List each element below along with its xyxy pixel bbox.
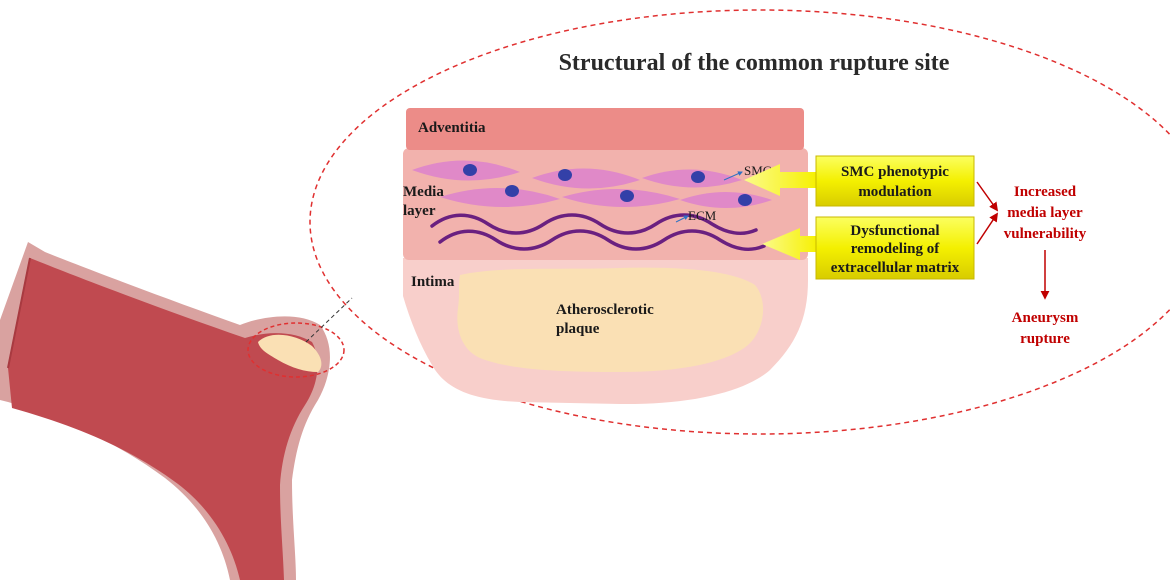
diagram-title: Structural of the common rupture site xyxy=(559,50,950,76)
adventitia-layer xyxy=(406,108,804,150)
ecm-box-line3: extracellular matrix xyxy=(831,260,960,276)
ecm-pointer xyxy=(675,215,689,223)
vessel-plaque xyxy=(258,334,322,372)
ecm-fibers xyxy=(430,213,766,252)
smc-box-line1: SMC phenotypic xyxy=(841,164,949,180)
smc-cell xyxy=(440,187,560,208)
vessel-lumen xyxy=(8,258,318,580)
outcome-line2: media layer xyxy=(1007,205,1083,221)
smc-nucleus xyxy=(620,190,634,202)
rupture-line2: rupture xyxy=(1020,331,1070,347)
ecm-remodeling-box: Dysfunctional remodeling of extracellula… xyxy=(815,216,975,280)
outcome-line1: Increased xyxy=(1014,184,1077,200)
smc-pointer xyxy=(723,171,743,181)
ecm-arrow xyxy=(762,228,818,260)
rupture-line1: Aneurysm xyxy=(1012,310,1079,326)
media-label-line2: layer xyxy=(403,203,436,219)
outcome-line3: vulnerability xyxy=(1004,226,1087,242)
ecm-fiber xyxy=(438,229,766,252)
smc-cells xyxy=(412,160,772,208)
intima-label: Intima xyxy=(411,274,455,290)
plaque-label-line1: Atherosclerotic xyxy=(556,302,654,318)
ecm-box-line2: remodeling of xyxy=(851,241,940,257)
rupture-site-marker xyxy=(247,322,345,378)
ecm-fiber xyxy=(430,213,758,236)
zoom-ellipse xyxy=(309,9,1170,435)
plaque-region xyxy=(457,267,764,372)
smc-nucleus xyxy=(558,169,572,181)
smc-nucleus xyxy=(463,164,477,176)
plaque-label-line2: plaque xyxy=(556,321,600,337)
zoom-connector-line xyxy=(305,297,353,343)
smc-nucleus xyxy=(505,185,519,197)
smc-arrow xyxy=(744,164,818,196)
smc-nucleus xyxy=(691,171,705,183)
media-label-line1: Media xyxy=(403,184,444,200)
ecm-label: ECM xyxy=(688,208,717,223)
blood-vessel xyxy=(0,242,330,580)
ecm-box-line1: Dysfunctional xyxy=(850,223,939,239)
wall-cross-section xyxy=(403,108,808,405)
adventitia-label: Adventitia xyxy=(418,120,486,136)
smc-nucleus xyxy=(738,194,752,206)
smc-modulation-box: SMC phenotypic modulation xyxy=(815,155,975,207)
smc-box-line2: modulation xyxy=(858,184,932,200)
convergence-arrows xyxy=(976,181,999,245)
